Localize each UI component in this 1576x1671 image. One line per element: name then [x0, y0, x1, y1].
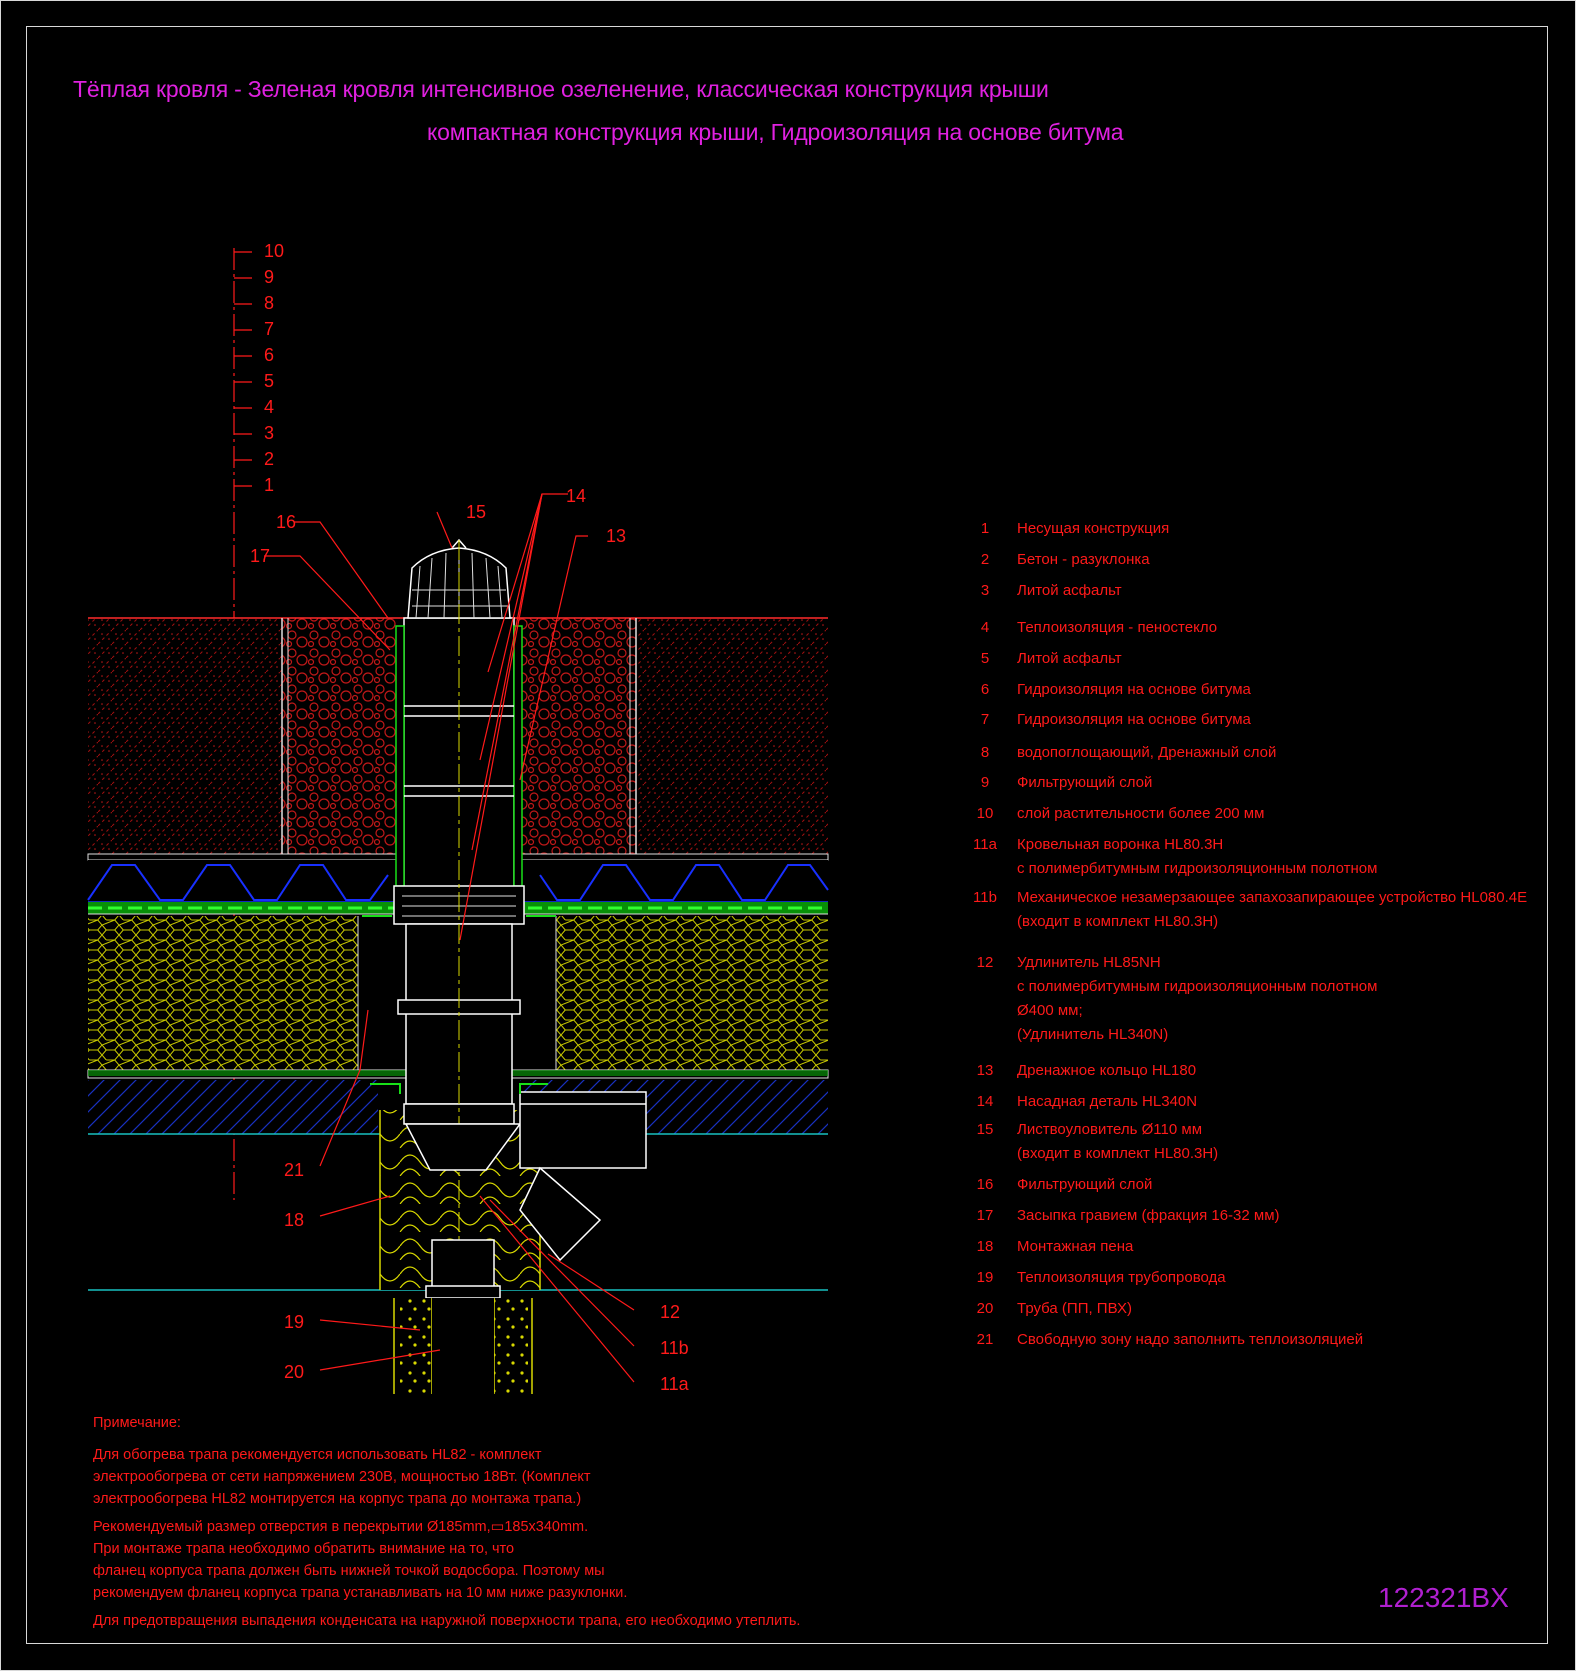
callout-19: 19	[284, 1312, 305, 1332]
callout-21: 21	[284, 1160, 305, 1180]
callout-11b: 11b	[660, 1338, 689, 1358]
notes-heading: Примечание:	[93, 1415, 181, 1431]
title-line-1: Тёплая кровля - Зеленая кровля интенсивн…	[73, 76, 1049, 102]
drawing-frame-inner	[26, 26, 1548, 1644]
drawing-code: 122321BX	[1378, 1582, 1509, 1613]
notes-block: Примечание: Для обогрева трапа рекоменду…	[93, 1412, 853, 1638]
note-paragraph-3: Для предотвращения выпадения конденсата …	[93, 1613, 801, 1629]
callout-17: 17	[250, 546, 271, 566]
scale-label-3: 3	[264, 423, 275, 443]
callout-12: 12	[660, 1302, 681, 1322]
callout-15: 15	[466, 502, 487, 522]
callout-20: 20	[284, 1362, 305, 1382]
callout-14: 14	[566, 486, 587, 506]
title-line-2: компактная конструкция крыши, Гидроизоля…	[427, 119, 1124, 145]
scale-label-1: 1	[264, 475, 275, 495]
note-paragraph-2: Рекомендуемый размер отверстия в перекры…	[93, 1519, 628, 1601]
callout-13: 13	[606, 526, 627, 546]
scale-label-8: 8	[264, 293, 275, 313]
scale-label-5: 5	[264, 371, 275, 391]
scale-label-7: 7	[264, 319, 275, 339]
callout-11a: 11a	[660, 1374, 689, 1394]
scale-label-9: 9	[264, 267, 275, 287]
scale-label-4: 4	[264, 397, 275, 417]
scale-label-6: 6	[264, 345, 275, 365]
scale-label-10: 10	[264, 241, 285, 261]
callout-16: 16	[276, 512, 297, 532]
scale-label-2: 2	[264, 449, 275, 469]
callout-18: 18	[284, 1210, 305, 1230]
note-paragraph-1: Для обогрева трапа рекомендуется использ…	[93, 1447, 591, 1507]
